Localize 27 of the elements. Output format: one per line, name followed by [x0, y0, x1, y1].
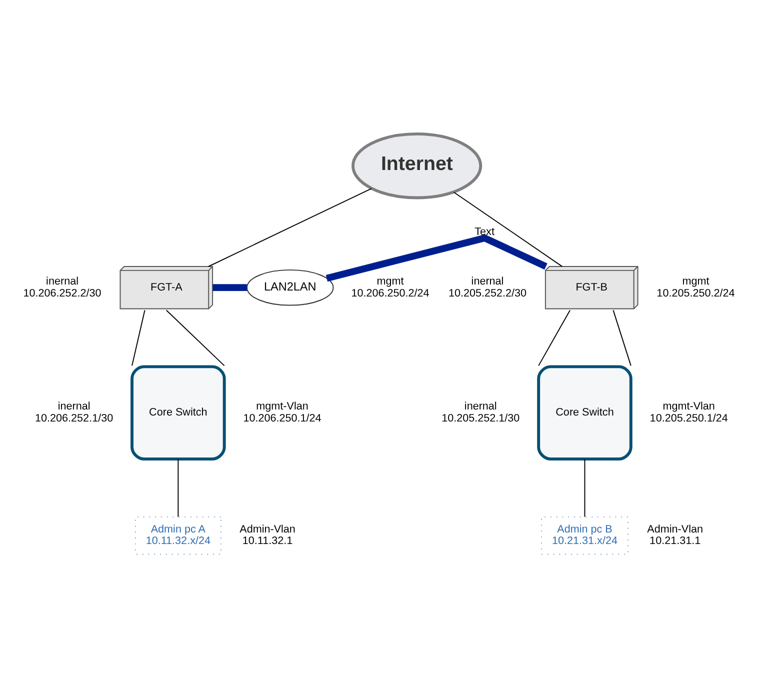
- node-ellipse: Internet: [352, 132, 482, 199]
- label: mgmt 10.205.250.2/24: [656, 274, 735, 299]
- connector: [166, 309, 225, 366]
- label: mgmt-Vlan 10.205.250.1/24: [650, 400, 728, 424]
- label: inernal 10.205.252.1/30: [442, 400, 520, 424]
- connector: [453, 191, 563, 266]
- edge-label: Text: [474, 225, 494, 238]
- connector: [208, 188, 372, 266]
- connector: [612, 309, 632, 366]
- node-box: Core Switch: [537, 364, 632, 460]
- connector: [212, 284, 247, 291]
- label: inernal 10.206.252.1/30: [35, 400, 114, 424]
- label: inernal 10.205.252.2/30: [448, 274, 527, 299]
- connector: [326, 234, 548, 282]
- connector: [178, 458, 179, 517]
- connector: [132, 309, 146, 366]
- node-box: Admin pc A 10.11.32.x/24: [134, 516, 222, 554]
- node-box: Core Switch: [130, 364, 226, 460]
- connector: [538, 309, 570, 366]
- label: mgmt-Vlan 10.206.250.1/24: [243, 400, 322, 424]
- label: mgmt 10.206.250.2/24: [351, 274, 430, 299]
- node-box: Admin pc B 10.21.31.x/24: [541, 516, 628, 554]
- label: inernal 10.206.252.2/30: [23, 274, 102, 299]
- label: Admin-Vlan 10.21.31.1: [647, 522, 703, 547]
- node-ellipse: LAN2LAN: [246, 268, 334, 306]
- connector: [584, 458, 586, 517]
- label: Admin-Vlan 10.11.32.1: [240, 522, 296, 547]
